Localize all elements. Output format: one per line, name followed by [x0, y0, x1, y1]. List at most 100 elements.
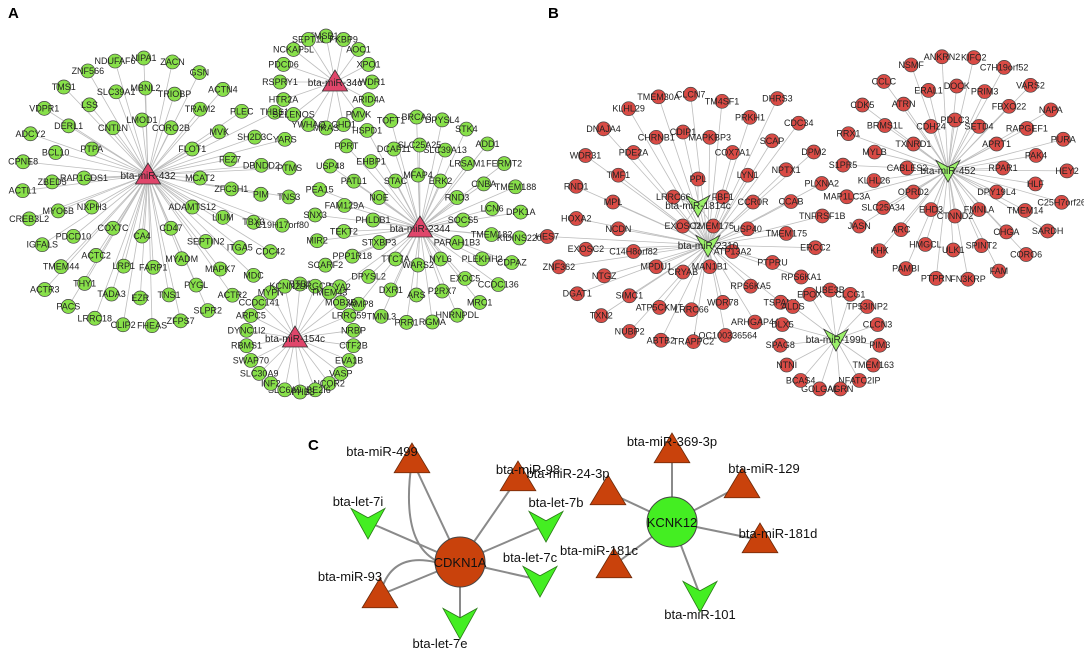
target-node[interactable]: BRMS1L: [867, 118, 903, 133]
target-node[interactable]: ARPC5: [236, 308, 266, 323]
target-node[interactable]: SPAG8: [766, 337, 795, 353]
target-node[interactable]: PDCD6: [268, 57, 299, 72]
target-node[interactable]: LMOD1: [126, 112, 158, 128]
target-node[interactable]: UBE2I6: [300, 382, 331, 398]
target-node[interactable]: PRKH1: [735, 109, 765, 125]
target-node[interactable]: FERMT2: [486, 156, 522, 171]
target-node[interactable]: DGAT1: [563, 286, 592, 302]
target-node[interactable]: BRCA3: [402, 109, 432, 125]
target-node[interactable]: SETD4: [964, 119, 994, 134]
target-node[interactable]: CHGA: [993, 224, 1019, 240]
target-node[interactable]: ANKRN2: [924, 49, 961, 65]
target-node[interactable]: SIMC1: [616, 288, 644, 304]
mirna-hub[interactable]: bta-miR-452: [920, 159, 976, 183]
target-node[interactable]: EXOSC2: [664, 218, 701, 234]
target-node[interactable]: ARHGAP44: [731, 314, 779, 330]
target-node[interactable]: PRR1: [395, 315, 419, 330]
target-node[interactable]: PPL: [689, 171, 707, 187]
target-node[interactable]: DPK1A: [506, 204, 536, 220]
target-node[interactable]: MRAS: [313, 120, 339, 136]
target-node[interactable]: MPL: [604, 194, 623, 210]
target-node[interactable]: CLCG1: [835, 286, 865, 302]
target-node[interactable]: HES7: [536, 229, 560, 244]
target-node[interactable]: NCDN: [605, 221, 631, 237]
target-node[interactable]: PLXNA2: [805, 176, 840, 191]
target-node[interactable]: THBS1: [260, 104, 289, 120]
target-node[interactable]: RND1: [564, 178, 589, 194]
target-node[interactable]: PACS: [56, 299, 80, 314]
target-node[interactable]: CHD1: [331, 117, 356, 132]
target-node[interactable]: RSPRY1: [262, 74, 298, 90]
target-node[interactable]: TRAPPC2: [673, 334, 715, 349]
target-node[interactable]: AGRN: [827, 381, 853, 397]
target-node[interactable]: CDC34: [784, 115, 814, 131]
target-node[interactable]: NUBP2: [615, 324, 645, 339]
target-node[interactable]: CCDC141: [239, 295, 280, 310]
target-node[interactable]: JASN: [848, 218, 871, 234]
target-node[interactable]: ACTR3: [30, 282, 60, 297]
target-node[interactable]: LRRC18: [78, 310, 113, 326]
target-node[interactable]: SLC25A25: [398, 137, 442, 153]
target-node[interactable]: PLEKHH2: [462, 251, 503, 267]
target-node[interactable]: YARS: [273, 131, 297, 147]
target-node[interactable]: ZFPS7: [167, 313, 195, 329]
panel-c-mirna[interactable]: bta-miR-181c: [560, 543, 639, 579]
target-node[interactable]: PYGL: [184, 277, 208, 293]
panel-c-mirna[interactable]: bta-let-7b: [527, 495, 584, 543]
target-node[interactable]: TMEM175: [693, 218, 735, 234]
mirna-hub[interactable]: bta-miR-2344: [390, 215, 451, 238]
target-node[interactable]: DYNC1I2: [228, 322, 266, 338]
panel-c-mirna[interactable]: bta-miR-181d: [739, 522, 818, 554]
target-node[interactable]: APRT1: [982, 136, 1011, 152]
target-node[interactable]: ATP5CKMT: [636, 300, 684, 315]
target-node[interactable]: KIDINS220: [497, 230, 542, 246]
mirna-hub[interactable]: bta-miR-432: [120, 162, 176, 185]
target-node[interactable]: ATRN: [892, 96, 916, 112]
target-node[interactable]: TMEM43: [311, 285, 348, 300]
target-node[interactable]: CDC42: [256, 244, 286, 260]
target-node[interactable]: SLC30A9: [240, 366, 279, 381]
target-node[interactable]: DOCK: [944, 78, 970, 94]
target-node[interactable]: EXOSC2: [568, 241, 605, 257]
target-node[interactable]: DERL1: [54, 118, 83, 134]
target-node[interactable]: PIM: [253, 186, 269, 202]
target-node[interactable]: ACTL1: [9, 183, 37, 199]
target-node[interactable]: EPHB3: [285, 384, 315, 400]
target-node[interactable]: FBXO22: [992, 98, 1027, 114]
target-node[interactable]: KLHL29: [612, 101, 645, 117]
target-node[interactable]: ULK1: [942, 242, 965, 258]
target-node[interactable]: DHRS3: [762, 91, 793, 106]
target-node[interactable]: SWAP70: [233, 353, 269, 368]
panel-c-mirna[interactable]: bta-let-7i: [333, 494, 387, 540]
target-node[interactable]: CDH24: [916, 119, 946, 134]
target-node[interactable]: S1PR5: [829, 157, 858, 173]
target-node[interactable]: CLCN7: [676, 86, 706, 102]
target-node[interactable]: URGCP: [299, 278, 332, 294]
target-node[interactable]: MVK: [209, 124, 229, 140]
target-node[interactable]: NCKAP5L: [273, 42, 314, 57]
panel-c-mirna[interactable]: bta-miR-93: [318, 569, 399, 609]
target-node[interactable]: P2RX7: [428, 283, 457, 299]
target-node[interactable]: FBF1: [712, 189, 734, 205]
target-node[interactable]: PDCD10: [56, 228, 92, 244]
target-node[interactable]: UBE3B: [815, 282, 845, 298]
target-node[interactable]: MOB3B: [325, 295, 357, 310]
target-node[interactable]: COX7C: [97, 220, 129, 236]
target-node[interactable]: TNS1: [157, 287, 180, 303]
target-node[interactable]: VARS2: [1016, 77, 1045, 93]
target-node[interactable]: TRIOBP: [158, 86, 192, 102]
target-node[interactable]: LRP1: [112, 258, 135, 274]
target-node[interactable]: CCLC: [872, 74, 897, 89]
target-node[interactable]: THY1: [73, 276, 96, 291]
target-node[interactable]: C19H17orf80: [255, 217, 309, 233]
target-node[interactable]: TBX3: [242, 214, 265, 230]
target-node[interactable]: NSMF: [898, 57, 924, 73]
target-node[interactable]: CNTLN: [98, 120, 128, 136]
target-node[interactable]: NRBP: [341, 322, 366, 338]
mirna-hub[interactable]: bta-miR-1814c: [665, 194, 731, 218]
target-node[interactable]: PURA: [1051, 131, 1076, 147]
target-node[interactable]: GSN: [190, 65, 210, 80]
target-node[interactable]: MAPK7: [205, 261, 236, 277]
target-node[interactable]: ERK2: [429, 173, 453, 189]
target-node[interactable]: SH2D3C: [237, 129, 273, 145]
